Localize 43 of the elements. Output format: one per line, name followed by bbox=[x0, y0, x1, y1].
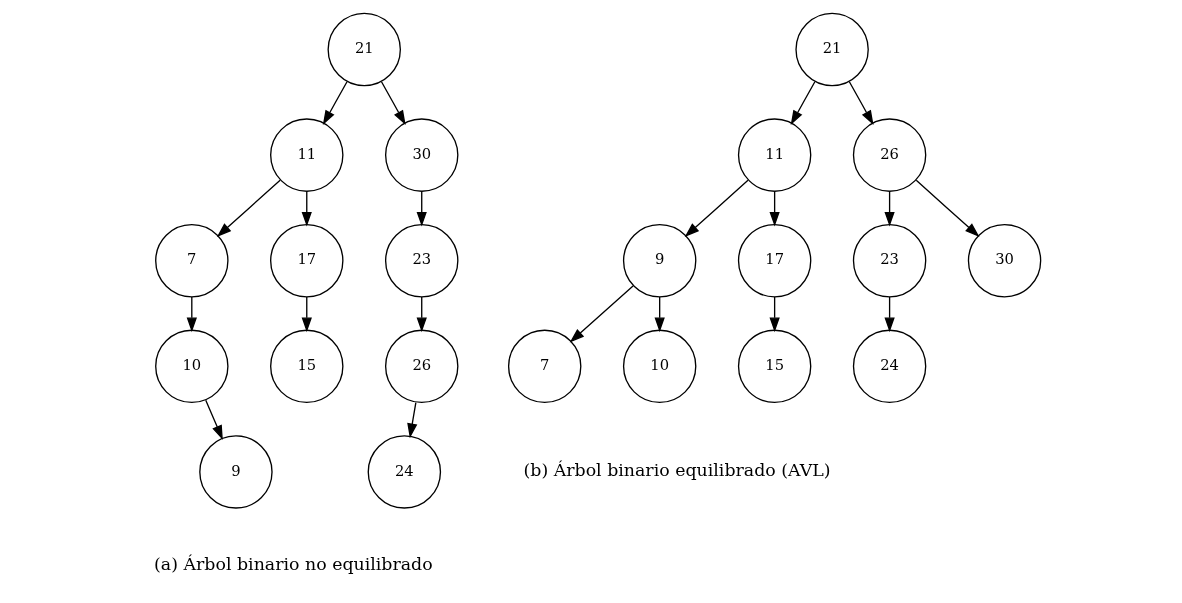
arrow bbox=[848, 81, 874, 126]
node-circle: 15 bbox=[737, 329, 811, 404]
arrow bbox=[416, 296, 427, 333]
label: (b) Árbol binario equilibrado (AVL) bbox=[523, 460, 831, 481]
arrow bbox=[883, 296, 895, 333]
node-circle: 10 bbox=[622, 329, 696, 404]
node-circle: 30 bbox=[384, 118, 458, 192]
node-circle: 11 bbox=[737, 118, 811, 192]
node-circle: 30 bbox=[967, 223, 1041, 298]
node-circle: 15 bbox=[269, 329, 344, 404]
node-circle: 24 bbox=[367, 435, 441, 509]
node-circle: 23 bbox=[852, 223, 926, 298]
arrow bbox=[769, 190, 780, 227]
node-circle: 11 bbox=[269, 118, 344, 192]
node-circle: 10 bbox=[154, 329, 229, 404]
arrow bbox=[883, 190, 895, 227]
arrow bbox=[186, 296, 197, 333]
arrow bbox=[216, 179, 281, 237]
node-circle: 9 bbox=[198, 435, 273, 509]
arrow bbox=[301, 296, 312, 333]
arrow bbox=[569, 285, 634, 343]
arrow bbox=[380, 81, 406, 126]
arrow bbox=[684, 179, 749, 237]
arrow bbox=[406, 401, 417, 439]
label: (a) Árbol binario no equilibrado bbox=[153, 554, 433, 575]
node-circle: 24 bbox=[852, 329, 926, 404]
node-circle: 17 bbox=[269, 223, 344, 298]
node-circle: 7 bbox=[507, 329, 581, 404]
arrow bbox=[301, 190, 312, 227]
arrow bbox=[769, 296, 780, 333]
node-circle: 26 bbox=[852, 118, 926, 192]
arrow bbox=[654, 296, 665, 333]
node-circle: 21 bbox=[327, 12, 401, 87]
node-circle: 17 bbox=[737, 223, 811, 298]
arrow bbox=[790, 81, 816, 126]
node-circle: 26 bbox=[384, 329, 458, 404]
node-circle: 9 bbox=[622, 223, 696, 298]
node-circle: 23 bbox=[384, 223, 458, 298]
node-circle: 21 bbox=[794, 12, 869, 87]
arrow bbox=[204, 399, 223, 441]
arrow bbox=[915, 179, 980, 237]
arrow bbox=[322, 81, 348, 126]
arrow bbox=[416, 190, 427, 227]
